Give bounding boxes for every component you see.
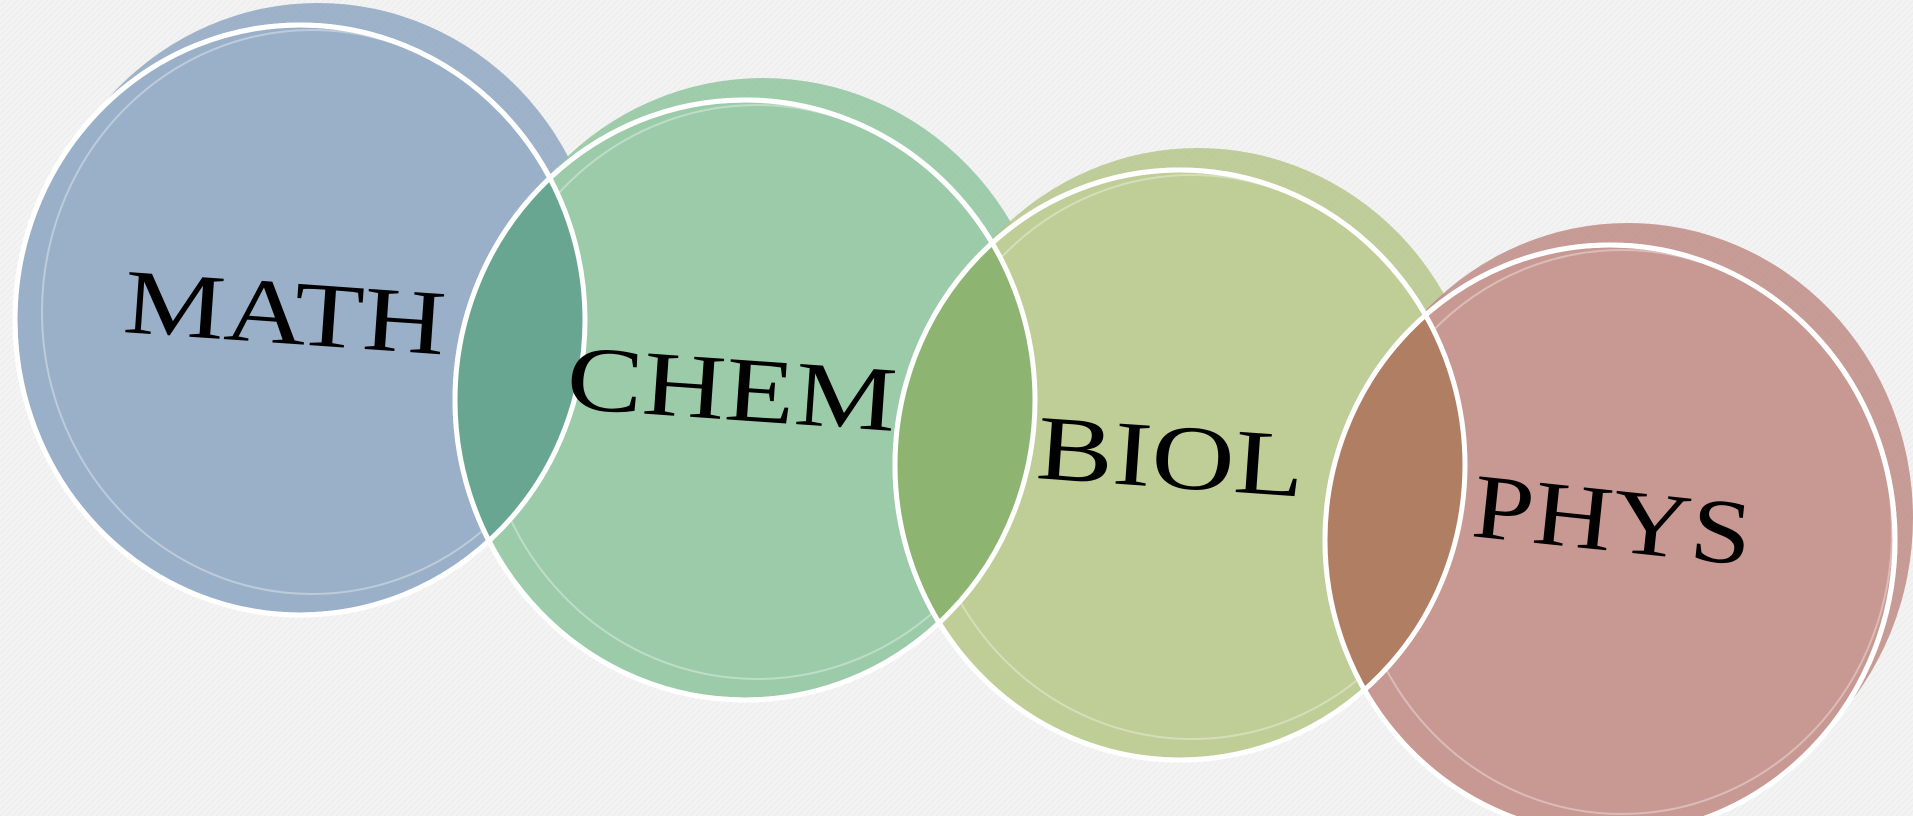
- label-math: MATH: [121, 250, 449, 374]
- label-chem: CHEM: [564, 326, 900, 451]
- outline-chem: [452, 97, 1038, 703]
- circle-outlines: [12, 22, 1898, 816]
- outline-biol: [892, 167, 1468, 763]
- outline-math: [12, 22, 588, 618]
- outline-phys: [1322, 242, 1898, 816]
- label-biol: BIOL: [1034, 396, 1308, 516]
